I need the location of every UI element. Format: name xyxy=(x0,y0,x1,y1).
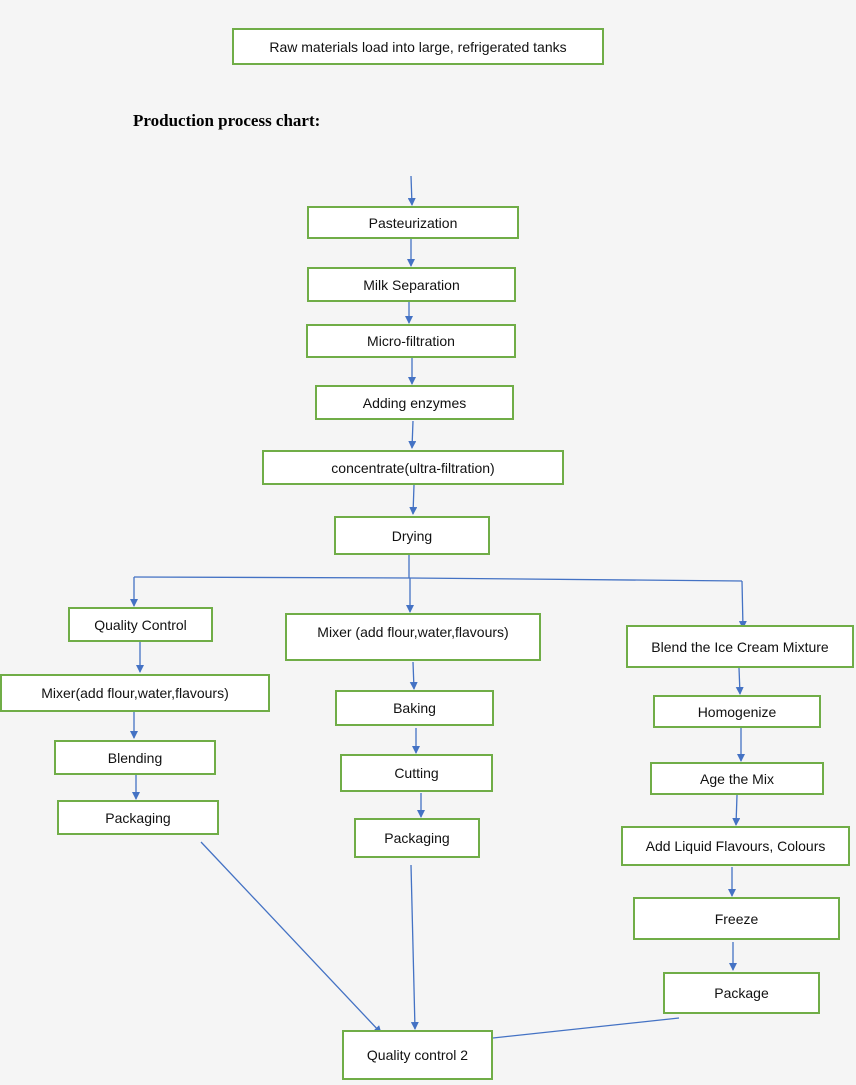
step-concentrate: concentrate(ultra-filtration) xyxy=(262,450,564,485)
right-add-flavours: Add Liquid Flavours, Colours xyxy=(621,826,850,866)
right-package: Package xyxy=(663,972,820,1014)
arrow-into-pasteurization xyxy=(407,175,416,206)
arrow-to-blend xyxy=(738,580,747,629)
middle-mixer: Mixer (add flour,water,flavours) xyxy=(285,613,541,661)
arrow-age-to-flavours xyxy=(732,794,741,826)
arrow-left-packaging-to-qc2 xyxy=(200,841,382,1034)
connector-package-to-qc2 xyxy=(492,1017,680,1039)
left-blending: Blending xyxy=(54,740,216,775)
connector-branch-bar xyxy=(133,576,743,582)
left-packaging: Packaging xyxy=(57,800,219,835)
left-mixer: Mixer(add flour,water,flavours) xyxy=(0,674,270,712)
arrow-mixer-to-baking xyxy=(409,661,418,690)
right-freeze: Freeze xyxy=(633,897,840,940)
diagram-heading: Production process chart: xyxy=(133,111,321,130)
arrow-enzymes-to-concentrate xyxy=(408,420,417,449)
raw-materials-box: Raw materials load into large, refrigera… xyxy=(232,28,604,65)
final-quality-control-2: Quality control 2 xyxy=(342,1030,493,1080)
arrow-concentrate-to-drying xyxy=(409,484,418,515)
middle-cutting: Cutting xyxy=(340,754,493,792)
right-blend-mixture: Blend the Ice Cream Mixture xyxy=(626,625,854,668)
left-quality-control: Quality Control xyxy=(68,607,213,642)
middle-baking: Baking xyxy=(335,690,494,726)
middle-packaging: Packaging xyxy=(354,818,480,858)
arrow-blend-to-homogenize xyxy=(735,667,744,695)
right-age-mix: Age the Mix xyxy=(650,762,824,795)
step-milk-separation: Milk Separation xyxy=(307,267,516,302)
arrow-middle-packaging-to-qc2 xyxy=(410,864,419,1030)
step-adding-enzymes: Adding enzymes xyxy=(315,385,514,420)
step-micro-filtration: Micro-filtration xyxy=(306,324,516,358)
step-drying: Drying xyxy=(334,516,490,555)
step-pasteurization: Pasteurization xyxy=(307,206,519,239)
right-homogenize: Homogenize xyxy=(653,695,821,728)
